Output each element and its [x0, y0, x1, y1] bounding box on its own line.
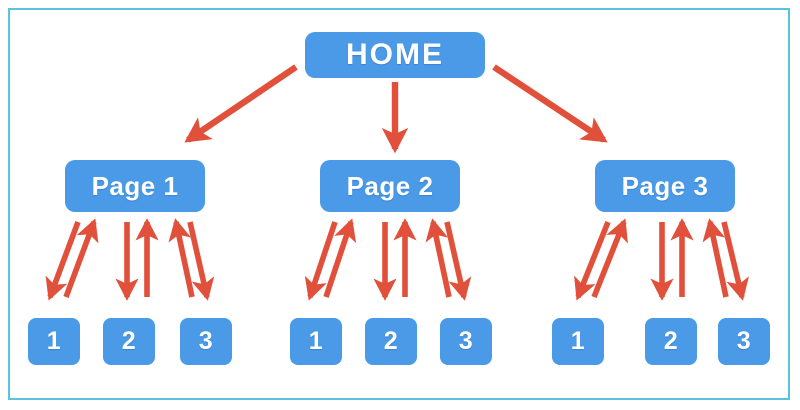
- node-page-2[interactable]: Page 2: [320, 160, 460, 212]
- arrow-page3-down-child1: [574, 220, 611, 301]
- node-page1-sub2[interactable]: 2: [103, 318, 155, 365]
- arrow-page3-up-child1: [591, 218, 628, 299]
- node-page-1[interactable]: Page 1: [65, 160, 205, 212]
- node-page2-sub2[interactable]: 2: [365, 318, 417, 365]
- arrow-page2-up-child3: [425, 218, 452, 298]
- arrow-home-to-page3: [492, 64, 608, 143]
- node-page-3[interactable]: Page 3: [595, 160, 735, 212]
- arrow-page2-down-child3: [444, 221, 472, 301]
- arrow-page2-up-child1: [323, 218, 357, 298]
- node-home[interactable]: HOME: [305, 32, 485, 78]
- arrow-page1-down-child3: [187, 221, 215, 301]
- arrow-page1-down-child1: [45, 221, 81, 301]
- arrow-home-to-page1: [184, 64, 298, 143]
- arrow-page2-down-child1: [304, 221, 338, 301]
- arrow-page1-up-child1: [63, 218, 99, 298]
- arrow-page1-up-child3: [168, 218, 195, 298]
- arrow-page3-down-child3: [721, 221, 749, 301]
- node-page3-sub2[interactable]: 2: [645, 318, 697, 365]
- node-page1-sub1[interactable]: 1: [28, 318, 80, 365]
- arrow-page3-up-child3: [702, 218, 729, 298]
- node-page2-sub1[interactable]: 1: [290, 318, 342, 365]
- node-page3-sub1[interactable]: 1: [552, 318, 604, 365]
- node-page1-sub3[interactable]: 3: [180, 318, 232, 365]
- node-page3-sub3[interactable]: 3: [718, 318, 770, 365]
- node-page2-sub3[interactable]: 3: [440, 318, 492, 365]
